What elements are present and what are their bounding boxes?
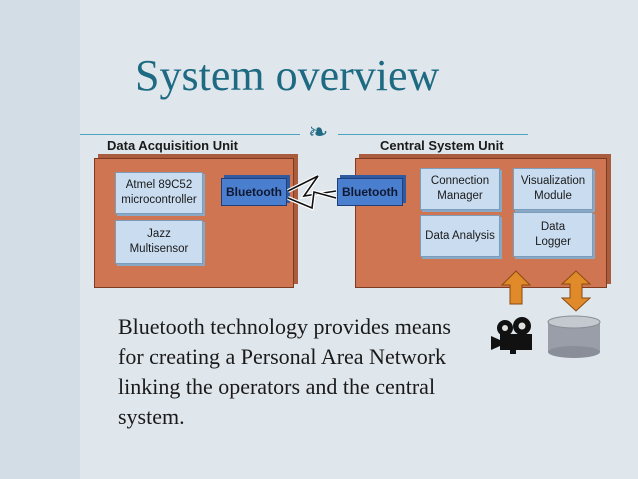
up-arrow-icon <box>500 270 532 305</box>
lightning-link-icon <box>287 174 337 211</box>
data-acquisition-unit-label: Data Acquisition Unit <box>107 138 238 153</box>
central-system-unit-label: Central System Unit <box>380 138 504 153</box>
microcontroller-block: Atmel 89C52 microcontroller <box>115 172 203 214</box>
database-cylinder-icon <box>547 315 601 358</box>
flourish-icon: ❧ <box>307 118 329 146</box>
connection-manager-block: Connection Manager <box>420 168 500 210</box>
left-accent-strip <box>0 0 80 479</box>
bluetooth-badge-left: Bluetooth <box>221 178 287 206</box>
data-analysis-block: Data Analysis <box>420 215 500 257</box>
movie-camera-icon <box>491 317 532 354</box>
body-paragraph: Bluetooth technology provides means for … <box>118 314 451 429</box>
up-down-arrow-icon <box>560 270 592 312</box>
data-logger-block: Data Logger <box>513 212 593 257</box>
slide-title: System overview <box>135 51 440 100</box>
bluetooth-badge-right: Bluetooth <box>337 178 403 206</box>
title-rule-right <box>338 134 528 135</box>
visualization-module-block: Visualization Module <box>513 168 593 210</box>
title-rule-left <box>80 134 300 135</box>
multisensor-block: Jazz Multisensor <box>115 220 203 264</box>
